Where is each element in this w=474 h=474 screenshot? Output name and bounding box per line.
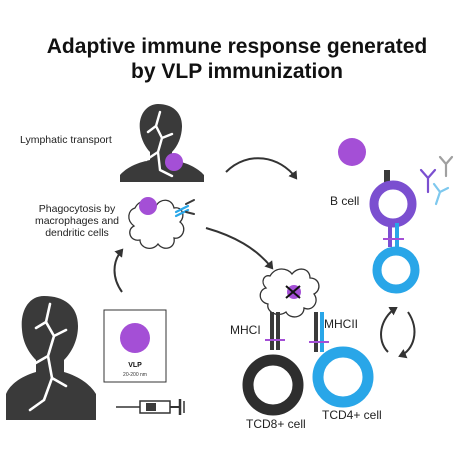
tcd8-cell: [242, 354, 304, 416]
arrow-injection-to-phagocytosis: [113, 248, 124, 293]
tcd4-cell-helper: [372, 246, 420, 294]
arrow-to-antigen-presenting-cell: [205, 227, 274, 270]
receptor-on-phagocyte: [174, 199, 195, 218]
diagram-title-line-2: by VLP immunization: [131, 60, 343, 83]
b-cell: [369, 170, 417, 247]
vlp-near-b-cell: [338, 138, 366, 166]
arrow-t-to-b-help-up: [380, 306, 398, 353]
label-phagocytosis-line-2: macrophages and: [34, 215, 120, 227]
antibodies-icon: [419, 155, 454, 206]
label-vlp: VLP: [128, 362, 142, 369]
vlp-particle-inset: [120, 323, 150, 353]
label-tcd4-cell: TCD4+ cell: [322, 408, 382, 422]
label-mhcii: MHCII: [324, 317, 358, 331]
upper-human-silhouette: [120, 104, 204, 182]
lower-human-silhouette: [6, 296, 96, 420]
label-mhci: MHCI: [230, 323, 261, 337]
label-vlp-size: 20-200 nm: [123, 372, 147, 378]
syringe-icon: [116, 399, 185, 415]
mhci-complex: [265, 312, 285, 350]
diagram-title-line-1: Adaptive immune response generated: [46, 35, 428, 58]
vlp-particle-in-body: [165, 153, 183, 171]
tcd4-cell: [312, 346, 374, 408]
label-tcd8-cell: TCD8+ cell: [246, 417, 306, 431]
label-lymphatic-transport: Lymphatic transport: [20, 134, 112, 146]
antigen-presenting-cell: [259, 268, 320, 318]
arrow-t-to-b-help-down: [398, 311, 416, 359]
arrow-to-b-cell: [225, 157, 298, 180]
mhcii-complex: [309, 312, 329, 352]
label-phagocytosis-line-1: Phagocytosis by: [38, 203, 116, 215]
label-b-cell: B cell: [330, 194, 360, 208]
label-phagocytosis-line-3: dendritic cells: [45, 227, 109, 239]
vlp-being-engulfed: [139, 197, 157, 215]
